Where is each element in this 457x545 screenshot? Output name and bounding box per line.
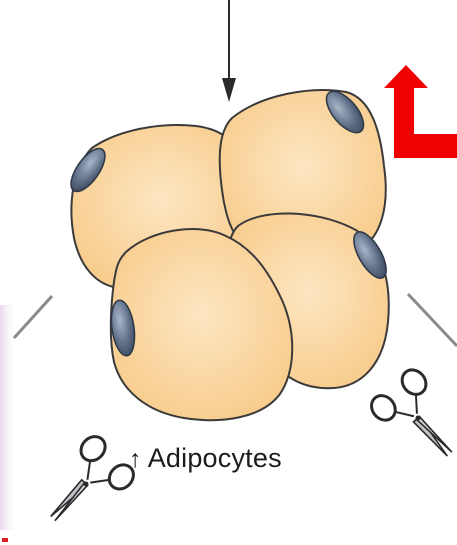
connector-line-right bbox=[408, 294, 457, 346]
red-mark bbox=[2, 538, 8, 542]
scissors-icon bbox=[367, 365, 457, 475]
connector-line-left bbox=[14, 296, 52, 338]
increase-arrow-icon: ↑ bbox=[129, 445, 142, 473]
red-elbow-arrow-icon bbox=[384, 65, 457, 158]
adipocytes-label: ↑Adipocytes bbox=[129, 443, 282, 474]
down-arrow-icon bbox=[222, 0, 236, 102]
scissors-icon bbox=[30, 432, 138, 540]
adipocytes-label-text: Adipocytes bbox=[148, 443, 282, 473]
